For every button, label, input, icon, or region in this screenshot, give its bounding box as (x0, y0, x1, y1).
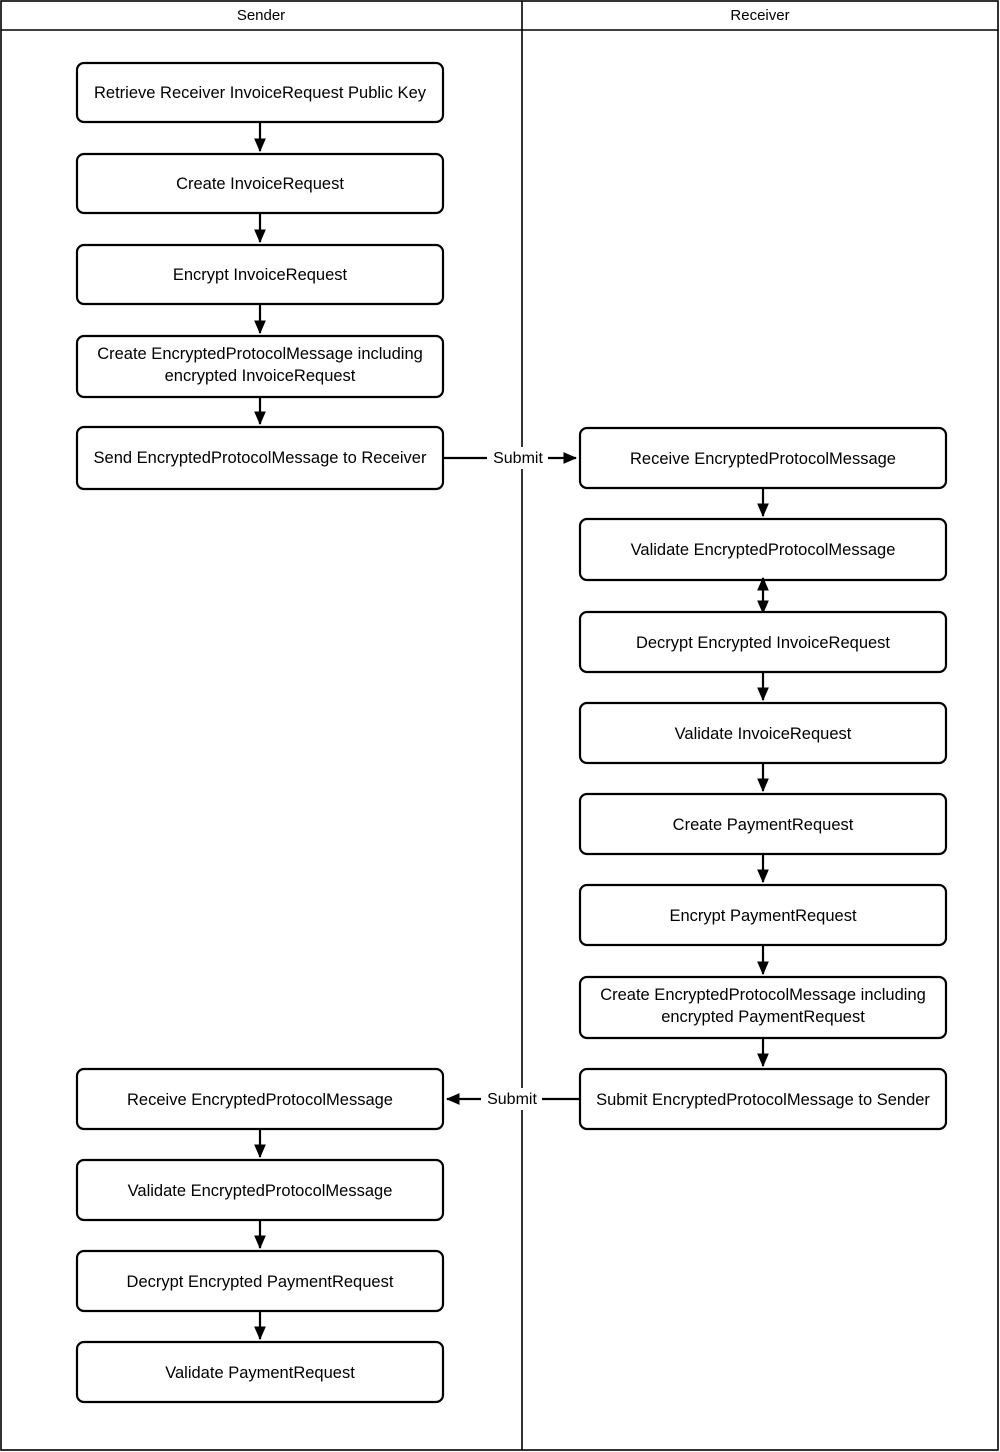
node-r6[interactable]: Encrypt PaymentRequest (578, 883, 948, 947)
node-r8[interactable]: Submit EncryptedProtocolMessage to Sende… (578, 1067, 948, 1131)
node-r2[interactable]: Validate EncryptedProtocolMessage (578, 517, 948, 582)
node-label: Retrieve Receiver InvoiceRequest Public … (94, 84, 427, 102)
node-label-line1: Create EncryptedProtocolMessage includin… (97, 345, 423, 363)
node-s6[interactable]: Receive EncryptedProtocolMessage (75, 1067, 445, 1131)
node-box[interactable] (75, 1340, 445, 1404)
node-r4[interactable]: Validate InvoiceRequest (578, 701, 948, 765)
node-s3[interactable]: Encrypt InvoiceRequest (75, 243, 445, 306)
node-label-line2: encrypted InvoiceRequest (165, 367, 356, 385)
node-label: Receive EncryptedProtocolMessage (127, 1091, 393, 1109)
lane-title-receiver: Receiver (730, 7, 789, 24)
edge-label: Submit (487, 1091, 537, 1108)
node-label-line2: encrypted PaymentRequest (661, 1008, 865, 1026)
node-s9[interactable]: Validate PaymentRequest (75, 1340, 445, 1404)
node-s5[interactable]: Send EncryptedProtocolMessage to Receive… (75, 425, 445, 491)
node-label: Decrypt Encrypted PaymentRequest (127, 1273, 394, 1291)
node-label: Decrypt Encrypted InvoiceRequest (636, 634, 890, 652)
node-label: Encrypt InvoiceRequest (173, 266, 348, 284)
node-label: Validate EncryptedProtocolMessage (631, 541, 896, 559)
edge-label: Submit (493, 450, 543, 467)
edge-r8-s6-submit: Submit (445, 1088, 580, 1110)
node-label: Receive EncryptedProtocolMessage (630, 450, 896, 468)
node-s2[interactable]: Create InvoiceRequest (75, 152, 445, 215)
node-label-line1: Create EncryptedProtocolMessage includin… (600, 986, 926, 1004)
node-label: Create InvoiceRequest (176, 175, 344, 193)
node-r7[interactable]: Create EncryptedProtocolMessage includin… (578, 975, 948, 1040)
node-r3[interactable]: Decrypt Encrypted InvoiceRequest (578, 610, 948, 674)
node-label: Encrypt PaymentRequest (669, 907, 857, 925)
node-label: Send EncryptedProtocolMessage to Receive… (94, 449, 427, 467)
node-s7[interactable]: Validate EncryptedProtocolMessage (75, 1158, 445, 1222)
node-r1[interactable]: Receive EncryptedProtocolMessage (578, 426, 948, 490)
node-r5[interactable]: Create PaymentRequest (578, 792, 948, 856)
node-s8[interactable]: Decrypt Encrypted PaymentRequest (75, 1249, 445, 1313)
edge-label-backdrop (481, 1088, 542, 1110)
lane-title-sender: Sender (237, 7, 285, 24)
node-label: Submit EncryptedProtocolMessage to Sende… (596, 1091, 930, 1109)
node-s1[interactable]: Retrieve Receiver InvoiceRequest Public … (75, 61, 445, 124)
edge-s5-r1-submit: Submit (443, 447, 578, 469)
node-label: Validate PaymentRequest (165, 1364, 355, 1382)
node-s4[interactable]: Create EncryptedProtocolMessage includin… (75, 334, 445, 399)
node-label: Create PaymentRequest (673, 816, 854, 834)
edge-label-backdrop (487, 447, 548, 469)
node-label: Validate InvoiceRequest (675, 725, 852, 743)
node-label: Validate EncryptedProtocolMessage (128, 1182, 393, 1200)
